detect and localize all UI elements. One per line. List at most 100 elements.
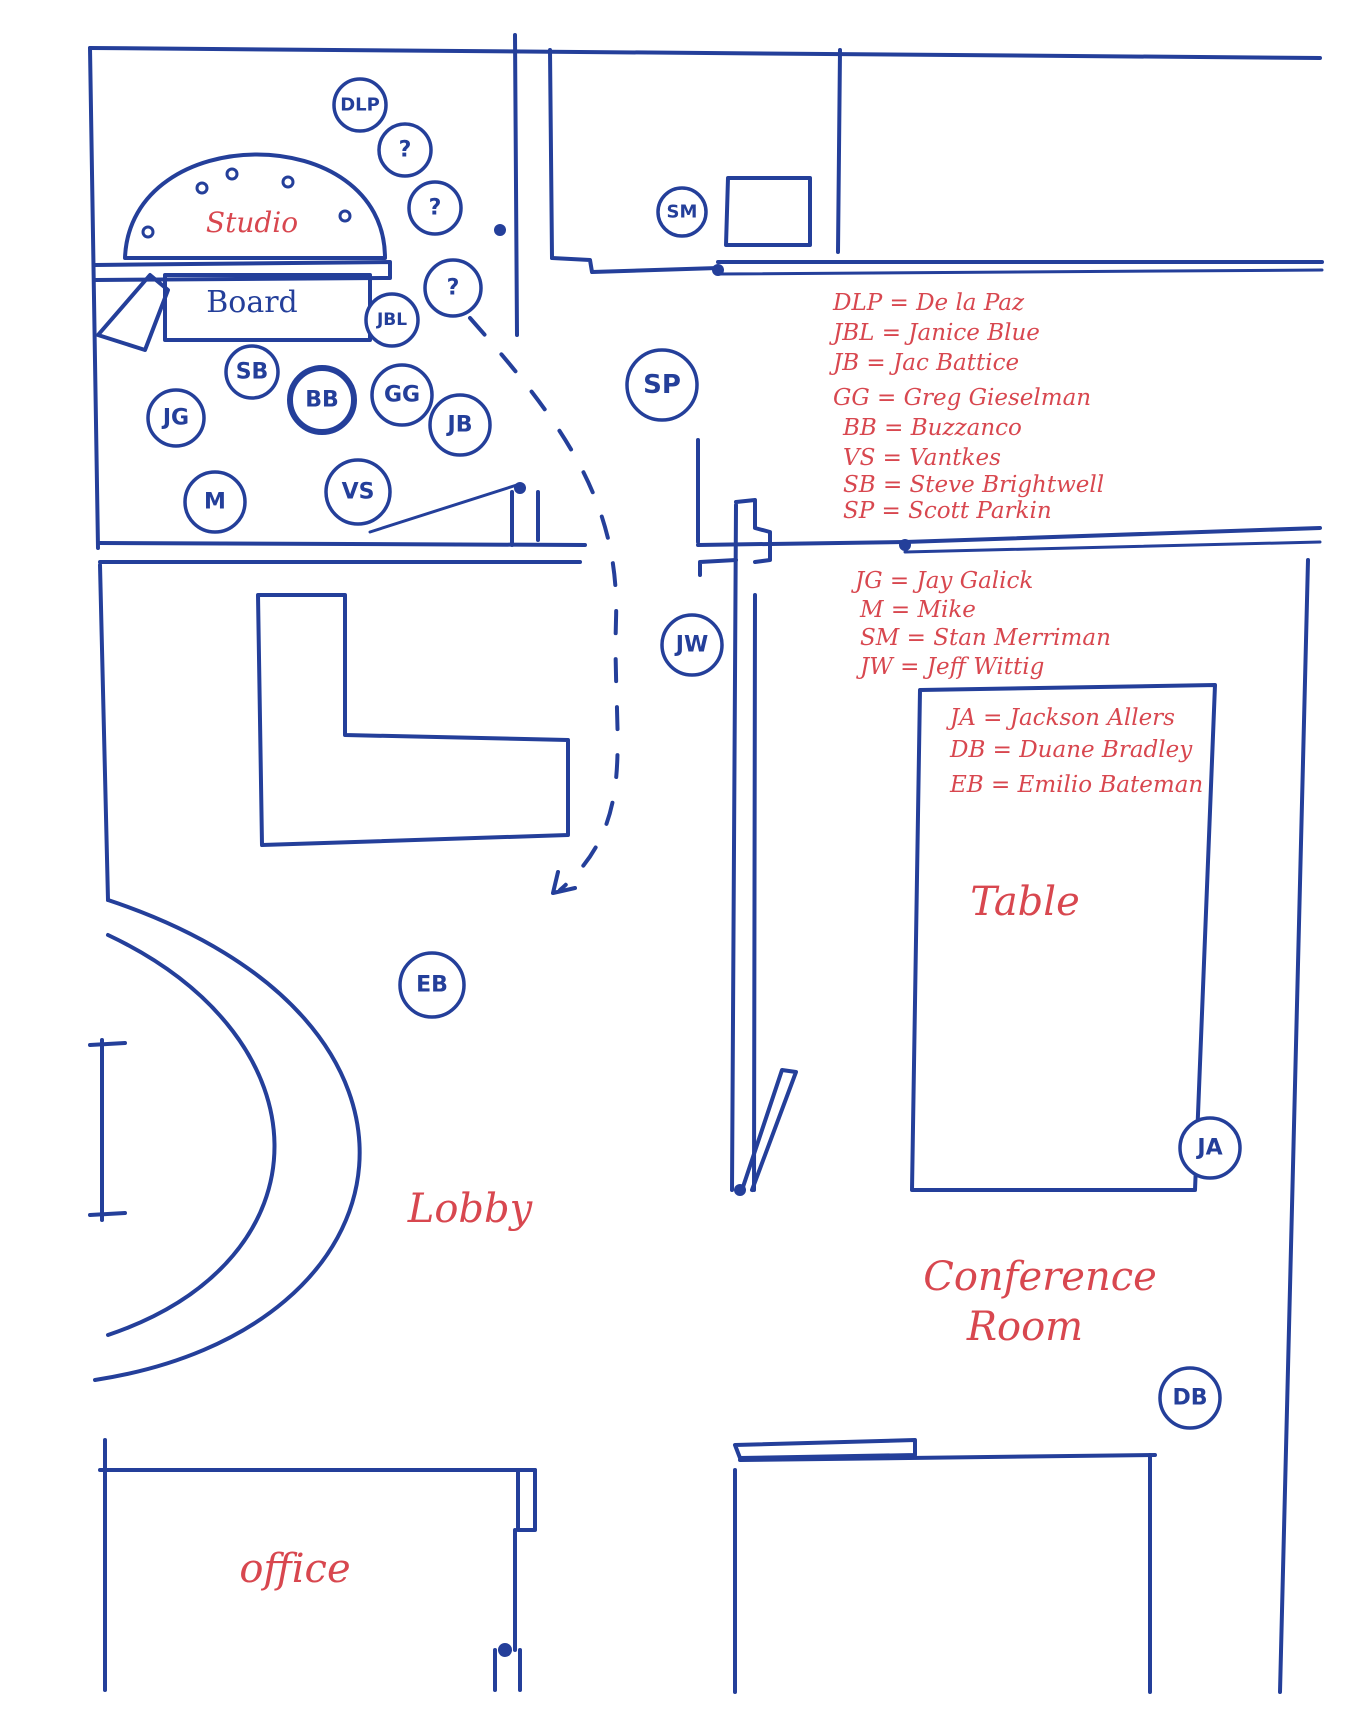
partition-wall-b: [752, 593, 757, 1192]
partition-cross: [698, 498, 772, 577]
outer-wall-left: [88, 46, 100, 550]
sm-room-wall: [836, 48, 842, 254]
person-bb: BB: [287, 365, 357, 435]
person-dlp: DLP: [332, 77, 388, 133]
legend-line: DLP = De la Paz: [832, 290, 1025, 316]
door-leaf: [740, 1068, 798, 1192]
svg-text:DB: DB: [1172, 1386, 1207, 1411]
lobby-door-ticks: [88, 1041, 127, 1217]
studio-floor-line-a: [96, 541, 587, 547]
svg-text:M: M: [204, 490, 226, 515]
office-label: office: [239, 1546, 350, 1592]
person-unknown-2: ?: [407, 180, 463, 236]
office-wall-right: [513, 1468, 537, 1652]
legend-line: BB = Buzzanco: [842, 415, 1022, 441]
studio-dome: [123, 152, 387, 260]
legend-line: SM = Stan Merriman: [860, 625, 1111, 651]
svg-text:JA: JA: [1195, 1136, 1222, 1161]
legend-line: DB = Duane Bradley: [949, 737, 1193, 763]
board-side-panel: [96, 273, 170, 352]
person-unknown-3: ?: [423, 258, 483, 318]
office-door-post: [493, 1648, 522, 1692]
studio-seats: [141, 167, 352, 239]
partition-wall-a: [730, 503, 738, 1192]
legend-main: DLP = De la Paz JBL = Janice Blue JB = J…: [829, 290, 1104, 524]
person-jbl: JBL: [364, 292, 420, 348]
svg-text:?: ?: [399, 138, 412, 163]
svg-text:JBL: JBL: [376, 310, 407, 330]
svg-text:EB: EB: [416, 973, 448, 998]
legend-line: SB = Steve Brightwell: [843, 472, 1104, 498]
lobby-curve-inner: [106, 933, 277, 1337]
person-sp: SP: [625, 348, 699, 422]
corridor-wall: [548, 48, 554, 260]
svg-text:JG: JG: [161, 406, 189, 431]
studio-wall-right: [513, 33, 519, 337]
svg-text:VS: VS: [342, 480, 375, 505]
person-sm: SM: [656, 186, 708, 238]
legend-line: JB = Jac Battice: [829, 350, 1019, 376]
person-m: M: [183, 470, 247, 534]
table-label: Table: [970, 879, 1080, 925]
legend-line: VS = Vantkes: [843, 445, 1001, 471]
person-gg: GG: [370, 363, 434, 427]
svg-text:JW: JW: [674, 633, 708, 658]
hall-wall-mid-b: [696, 526, 1322, 547]
dashed-route: [468, 316, 620, 892]
studio-ledge: [93, 260, 392, 282]
conference-wall-right: [1278, 558, 1310, 1694]
svg-text:DLP: DLP: [340, 95, 380, 116]
conference-room-label: Room: [966, 1304, 1083, 1350]
route-arrowhead: [551, 870, 577, 895]
svg-text:SP: SP: [643, 370, 681, 400]
outer-wall-top: [88, 46, 1322, 60]
l-shaped-desk: [256, 593, 570, 847]
conference-label: Conference: [923, 1254, 1157, 1300]
room-labels: Studio Board Table Lobby Conference Room…: [206, 206, 1157, 1592]
studio-door-jamb: [510, 490, 540, 547]
lobby-wall-left-a: [98, 563, 110, 902]
hall-wall-mid-c: [903, 540, 1322, 554]
hall-wall-top-a: [550, 256, 720, 274]
svg-text:?: ?: [447, 276, 460, 301]
conference-wall-bottom: [738, 1453, 1157, 1462]
svg-text:GG: GG: [384, 383, 420, 408]
legend-table: JA = Jackson Allers DB = Duane Bradley E…: [946, 705, 1203, 798]
legend-line: GG = Greg Gieselman: [833, 385, 1091, 411]
person-jg: JG: [146, 388, 206, 448]
conference-table: [910, 683, 1217, 1192]
legend-line: JBL = Janice Blue: [829, 320, 1040, 346]
svg-text:SM: SM: [667, 202, 698, 223]
legend-line: JG = Jay Galick: [851, 568, 1033, 594]
board-label: Board: [206, 285, 298, 320]
legend-line: EB = Emilio Bateman: [949, 772, 1203, 798]
person-eb: EB: [398, 951, 466, 1019]
svg-text:?: ?: [429, 196, 442, 221]
person-sb: SB: [224, 344, 280, 400]
legend-second: JG = Jay Galick M = Mike SM = Stan Merri…: [851, 568, 1111, 680]
svg-text:JB: JB: [446, 413, 473, 438]
person-ja: JA: [1178, 1116, 1242, 1180]
conference-door-leaf: [733, 1438, 917, 1460]
lobby-label: Lobby: [407, 1186, 534, 1232]
person-unknown-1: ?: [377, 122, 433, 178]
person-jb: JB: [428, 393, 492, 457]
legend-line: SP = Scott Parkin: [843, 498, 1052, 524]
svg-text:BB: BB: [305, 388, 339, 413]
lobby-curve-outer: [93, 898, 362, 1382]
studio-door-swing: [368, 482, 522, 534]
sm-desk: [724, 176, 812, 247]
walls: [88, 33, 1324, 1694]
studio-label: Studio: [206, 206, 298, 239]
hall-wall-top-c: [716, 268, 1324, 276]
legend-line: JA = Jackson Allers: [946, 705, 1175, 731]
legend-line: M = Mike: [859, 597, 976, 623]
person-db: DB: [1158, 1366, 1222, 1430]
svg-text:SB: SB: [236, 360, 269, 385]
legend-line: JW = Jeff Wittig: [856, 654, 1044, 680]
person-jw: JW: [660, 613, 724, 677]
person-markers: DLP ? ? ? SM JBL SB BB GG JB JG M VS SP …: [146, 77, 1242, 1430]
movement-path: [468, 316, 620, 895]
